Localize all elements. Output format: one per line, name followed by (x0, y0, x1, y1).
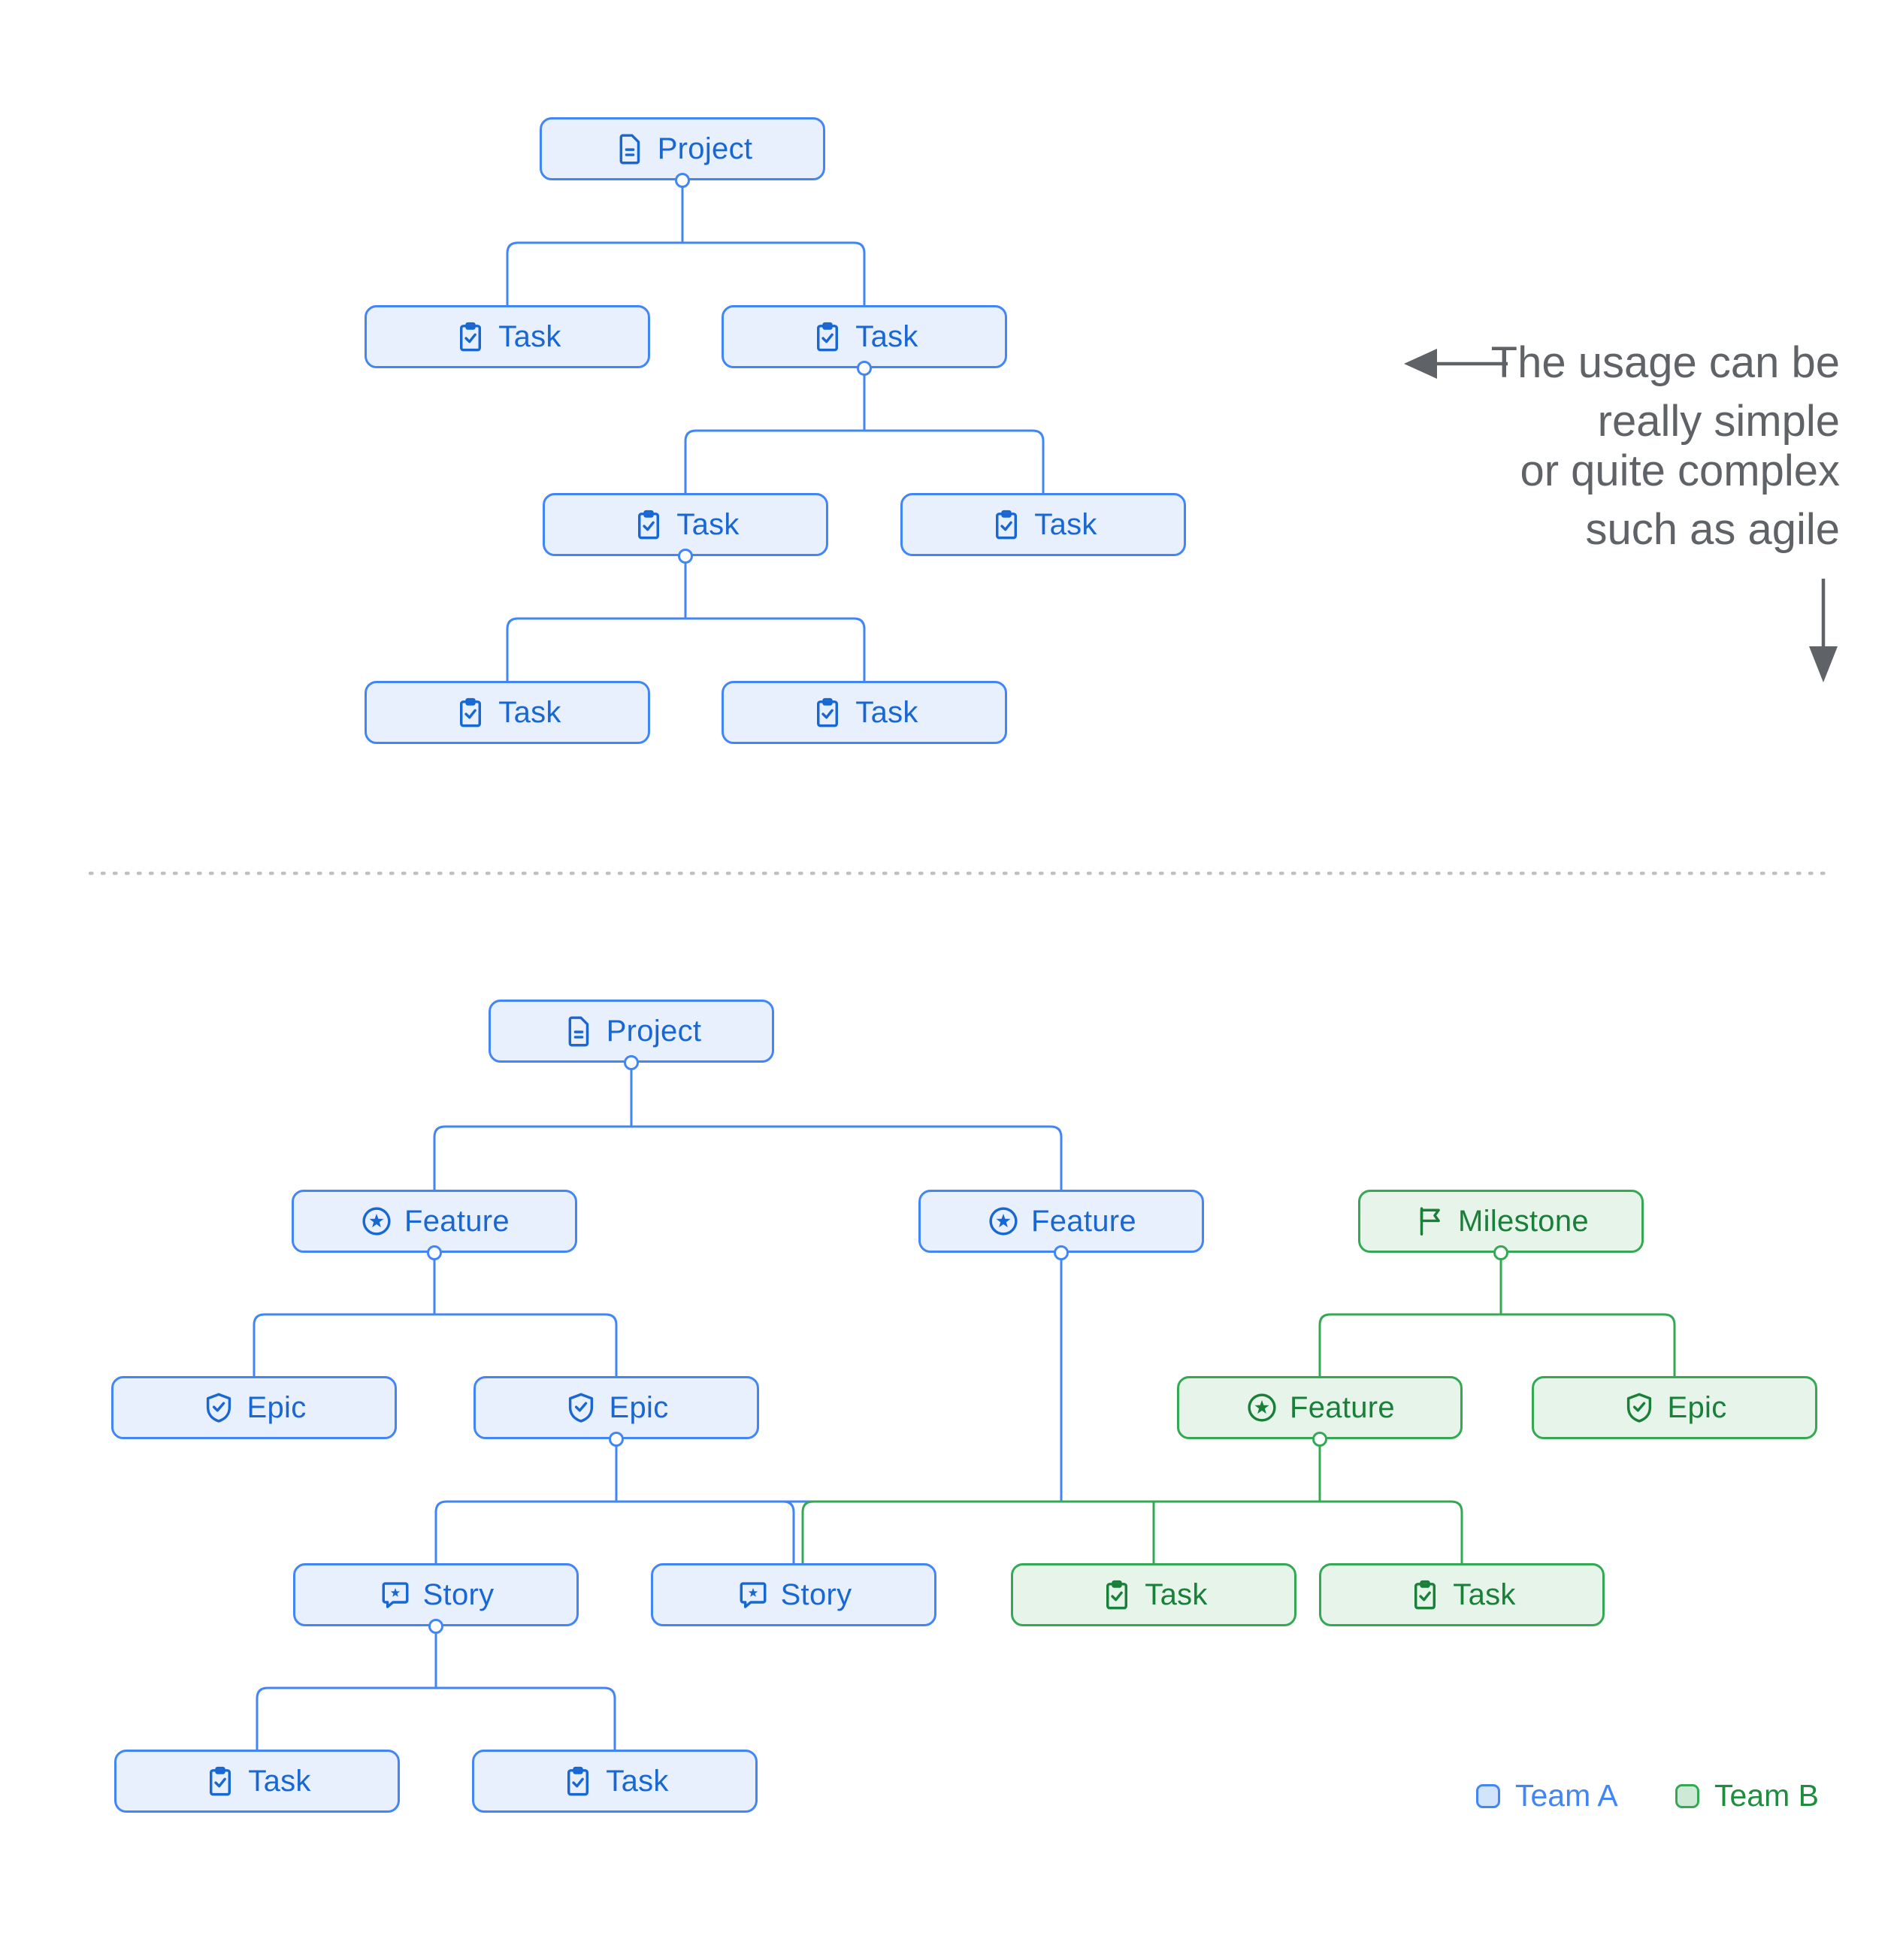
task-clipboard-icon (453, 695, 488, 730)
node-task: Task (900, 493, 1186, 556)
annotation-line: such as agile (1585, 505, 1840, 554)
annotation-simple-text: The usage can be really simple (1491, 334, 1840, 451)
task-clipboard-icon (810, 695, 845, 730)
connector-dot (1493, 1245, 1508, 1260)
annotation-line: The usage can be (1490, 338, 1840, 387)
edge-p1 (506, 180, 866, 305)
node-story: Story (651, 1563, 936, 1626)
connector-dot (427, 1245, 442, 1260)
node-label: Project (606, 1014, 702, 1048)
node-label: Task (498, 695, 561, 729)
node-epic: Epic (473, 1376, 759, 1439)
task-clipboard-icon (989, 507, 1024, 542)
node-label: Project (657, 132, 753, 165)
epic-shield-icon (1622, 1390, 1656, 1425)
project-doc-icon (561, 1014, 596, 1048)
node-task: Task (1011, 1563, 1296, 1626)
node-task: Task (365, 305, 650, 368)
task-clipboard-icon (810, 319, 845, 354)
node-label: Task (498, 319, 561, 353)
node-epic: Epic (111, 1376, 397, 1439)
story-bubble-icon (378, 1577, 413, 1612)
left-arrow-head-icon (1404, 349, 1437, 379)
down-arrow-head-icon (1809, 646, 1838, 682)
task-clipboard-icon (453, 319, 488, 354)
story-bubble-icon (736, 1577, 770, 1612)
node-label: Task (1034, 507, 1097, 541)
edge-bf1 (253, 1253, 618, 1376)
node-label: Story (422, 1577, 495, 1611)
node-label: Task (1453, 1577, 1516, 1611)
epic-shield-icon (201, 1390, 236, 1425)
annotation-line: really simple (1597, 397, 1840, 446)
connector-dot (609, 1432, 624, 1447)
node-task: Task (365, 681, 650, 744)
connector-dot (857, 361, 872, 376)
edge-gm (1318, 1253, 1676, 1376)
task-clipboard-icon (203, 1764, 237, 1798)
task-clipboard-icon (1100, 1577, 1134, 1612)
feature-star-icon (1245, 1390, 1279, 1425)
connector-dot (1054, 1245, 1069, 1260)
node-label: Task (855, 695, 918, 729)
node-label: Story (780, 1577, 852, 1611)
node-task: Task (543, 493, 828, 556)
legend-team-b: Team B (1675, 1778, 1819, 1813)
edge-t3 (506, 556, 866, 681)
node-label: Milestone (1458, 1204, 1589, 1238)
team-a-swatch (1476, 1783, 1500, 1808)
node-epic: Epic (1532, 1376, 1817, 1439)
node-task: Task (472, 1750, 758, 1813)
task-clipboard-icon (631, 507, 666, 542)
node-label: Task (676, 507, 740, 541)
connector-dot (428, 1619, 443, 1634)
node-task: Task (114, 1750, 400, 1813)
node-label: Task (1145, 1577, 1208, 1611)
feature-star-icon (986, 1204, 1021, 1239)
team-b-swatch (1675, 1783, 1699, 1808)
node-label: Task (248, 1764, 311, 1798)
task-clipboard-icon (561, 1764, 595, 1798)
node-task: Task (722, 305, 1007, 368)
annotation-complex-text: or quite complex such as agile (1520, 442, 1840, 559)
connector-dot (678, 549, 693, 564)
epic-shield-icon (564, 1390, 598, 1425)
node-label: Feature (404, 1204, 510, 1238)
annotation-line: or quite complex (1520, 446, 1840, 495)
team-b-label: Team B (1714, 1778, 1819, 1813)
node-task: Task (722, 681, 1007, 744)
edge-bs1 (256, 1626, 616, 1750)
node-project: Project (540, 117, 825, 180)
node-label: Feature (1290, 1390, 1395, 1424)
node-label: Task (855, 319, 918, 353)
node-label: Epic (1667, 1390, 1727, 1424)
task-clipboard-icon (1408, 1577, 1442, 1612)
node-label: Feature (1031, 1204, 1136, 1238)
node-task: Task (1319, 1563, 1605, 1626)
connector-dot (1312, 1432, 1327, 1447)
node-label: Epic (609, 1390, 669, 1424)
node-label: Epic (247, 1390, 307, 1424)
edge-bp (433, 1063, 1063, 1190)
node-feature: Feature (1177, 1376, 1463, 1439)
edge-gf (801, 1439, 1463, 1563)
project-doc-icon (613, 132, 647, 166)
connector-dot (675, 173, 690, 188)
connector-dot (624, 1055, 639, 1070)
edge-be2 (434, 1253, 1063, 1563)
feature-star-icon (359, 1204, 394, 1239)
milestone-flag-icon (1413, 1204, 1448, 1239)
edge-t2 (684, 368, 1045, 493)
legend-team-a: Team A (1476, 1778, 1618, 1813)
team-a-label: Team A (1515, 1778, 1618, 1813)
node-label: Task (606, 1764, 669, 1798)
